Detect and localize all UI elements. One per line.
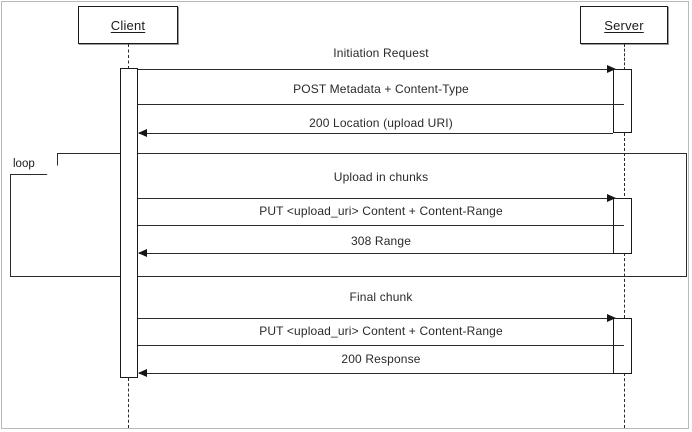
activation-bar-client[interactable]	[120, 68, 138, 378]
message-line-200-location	[139, 133, 613, 134]
message-label-upload-in-chunks: Upload in chunks	[333, 170, 429, 184]
lifeline-client-upper	[128, 44, 129, 69]
message-arrowhead-200-response	[138, 368, 147, 377]
activation-bar-server-2[interactable]	[613, 198, 632, 254]
message-arrowhead-final-chunk	[607, 313, 616, 322]
message-label-final-chunk: Final chunk	[349, 290, 413, 304]
lifeline-head-client[interactable]: Client	[78, 6, 178, 44]
loop-fragment[interactable]	[10, 153, 687, 277]
message-label-put-chunk: PUT <upload_uri> Content + Content-Range	[259, 204, 503, 218]
message-label-post-metadata: POST Metadata + Content-Type	[293, 82, 469, 96]
message-line-final-chunk	[138, 318, 616, 319]
message-line-put-chunk	[138, 225, 624, 226]
activation-bar-server-1[interactable]	[613, 69, 632, 133]
lifeline-server-seg3	[624, 253, 625, 318]
message-arrowhead-308-range	[138, 248, 147, 257]
lifeline-label-client: Client	[110, 17, 146, 33]
message-label-200-location: 200 Location (upload URI)	[309, 116, 453, 130]
lifeline-server-seg4	[624, 373, 625, 428]
message-arrowhead-200-location	[138, 128, 147, 137]
message-label-308-range: 308 Range	[350, 234, 412, 248]
message-label-200-response: 200 Response	[341, 352, 421, 366]
message-line-initiation-request	[138, 69, 616, 70]
message-arrowhead-upload-in-chunks	[607, 193, 616, 202]
loop-fragment-operator: loop	[13, 157, 35, 170]
message-arrowhead-initiation-request	[607, 64, 616, 73]
loop-fragment-tab: loop	[10, 153, 58, 175]
message-line-200-response	[139, 373, 613, 374]
lifeline-server-seg1	[624, 44, 625, 70]
message-line-308-range	[139, 253, 613, 254]
lifeline-server-seg2	[624, 133, 625, 201]
message-line-upload-in-chunks	[138, 198, 616, 199]
lifeline-client-lower	[128, 378, 129, 428]
activation-bar-server-3[interactable]	[613, 318, 632, 374]
message-line-put-final-chunk	[138, 345, 624, 346]
message-line-post-metadata	[138, 104, 624, 105]
lifeline-label-server: Server	[604, 17, 644, 33]
lifeline-head-server[interactable]: Server	[580, 6, 668, 44]
message-label-initiation-request: Initiation Request	[333, 46, 429, 60]
message-label-put-final-chunk: PUT <upload_uri> Content + Content-Range	[259, 324, 503, 338]
